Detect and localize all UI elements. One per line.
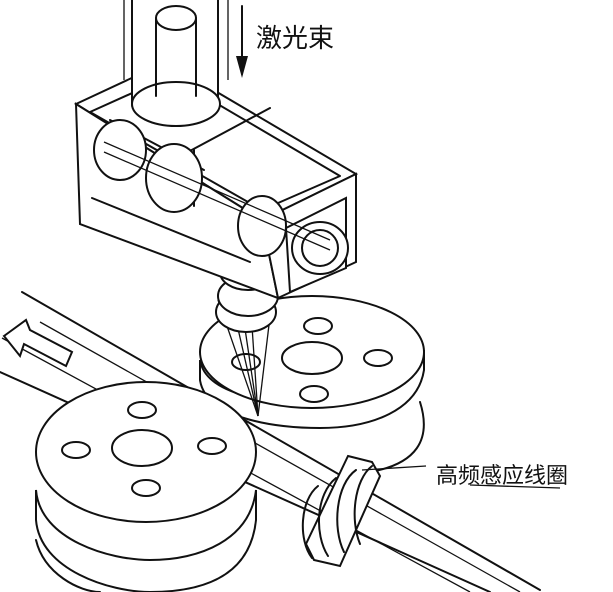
induction-coil-label: 高频感应线圈 xyxy=(436,464,569,489)
induction-coil xyxy=(301,454,427,568)
optics-box xyxy=(73,60,359,300)
coil-leader-line xyxy=(469,484,561,489)
laser-beam-label: 激光束 xyxy=(256,24,335,54)
pressure-roll-left xyxy=(35,381,257,592)
laser-direction-arrow-icon xyxy=(236,5,248,78)
direction-arrow-icon xyxy=(2,318,74,368)
laser-input-tube xyxy=(123,0,229,127)
